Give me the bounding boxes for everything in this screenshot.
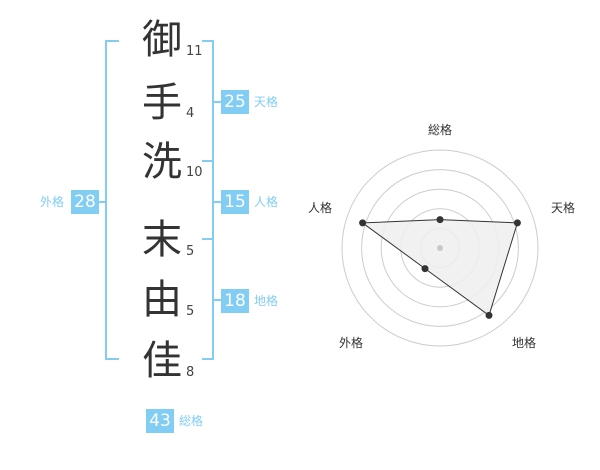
gaikaku-bracket-tick [99, 201, 105, 203]
name-char-1: 御 [142, 17, 182, 63]
radar-label-tenkaku: 天格 [550, 201, 575, 215]
chikaku-bracket-tick [214, 299, 221, 301]
chikaku-value: 18 [221, 289, 249, 313]
chikaku-bracket [202, 238, 214, 360]
chikaku-label: 地格 [254, 294, 279, 308]
name-char-4: 末 [142, 217, 182, 263]
radar-points [359, 216, 521, 319]
gaikaku-value: 28 [71, 190, 99, 214]
stroke-count-5: 5 [186, 304, 195, 319]
stroke-count-1: 11 [186, 44, 203, 59]
radar-label-gaikaku: 外格 [338, 336, 363, 350]
radar-ring-5 [341, 149, 539, 347]
name-char-2: 手 [142, 80, 182, 126]
radar-point-tenkaku [513, 219, 521, 227]
radar-label-soukaku: 総格 [427, 123, 452, 137]
jinkaku-value: 15 [221, 190, 249, 214]
tenkaku-value: 25 [221, 90, 249, 114]
radar-point-jinkaku [359, 219, 367, 227]
tenkaku-label: 天格 [254, 95, 279, 109]
name-char-5: 由 [142, 277, 182, 323]
soukaku-label: 総格 [179, 414, 204, 428]
jinkaku-bracket-tick [214, 201, 221, 203]
radar-center [437, 245, 443, 251]
radar-ring-4 [361, 169, 519, 327]
radar-label-chikaku: 地格 [511, 336, 536, 350]
gaikaku-label: 外格 [40, 195, 65, 209]
radar-point-chikaku [485, 311, 493, 319]
tenkaku-bracket-tick [214, 101, 221, 103]
stroke-count-2: 4 [186, 106, 195, 121]
gaikaku-bracket [105, 40, 119, 360]
stroke-count-6: 8 [186, 365, 195, 380]
radar-polygon [361, 219, 519, 317]
radar-point-soukaku [436, 216, 444, 224]
name-char-3: 洗 [142, 139, 182, 185]
stroke-count-3: 10 [186, 165, 203, 180]
name-char-6: 佳 [142, 338, 182, 384]
radar-point-gaikaku [421, 265, 429, 273]
stroke-count-4: 5 [186, 244, 195, 259]
jinkaku-label: 人格 [254, 195, 279, 209]
radar-label-jinkaku: 人格 [307, 201, 332, 215]
soukaku-value: 43 [146, 409, 174, 433]
